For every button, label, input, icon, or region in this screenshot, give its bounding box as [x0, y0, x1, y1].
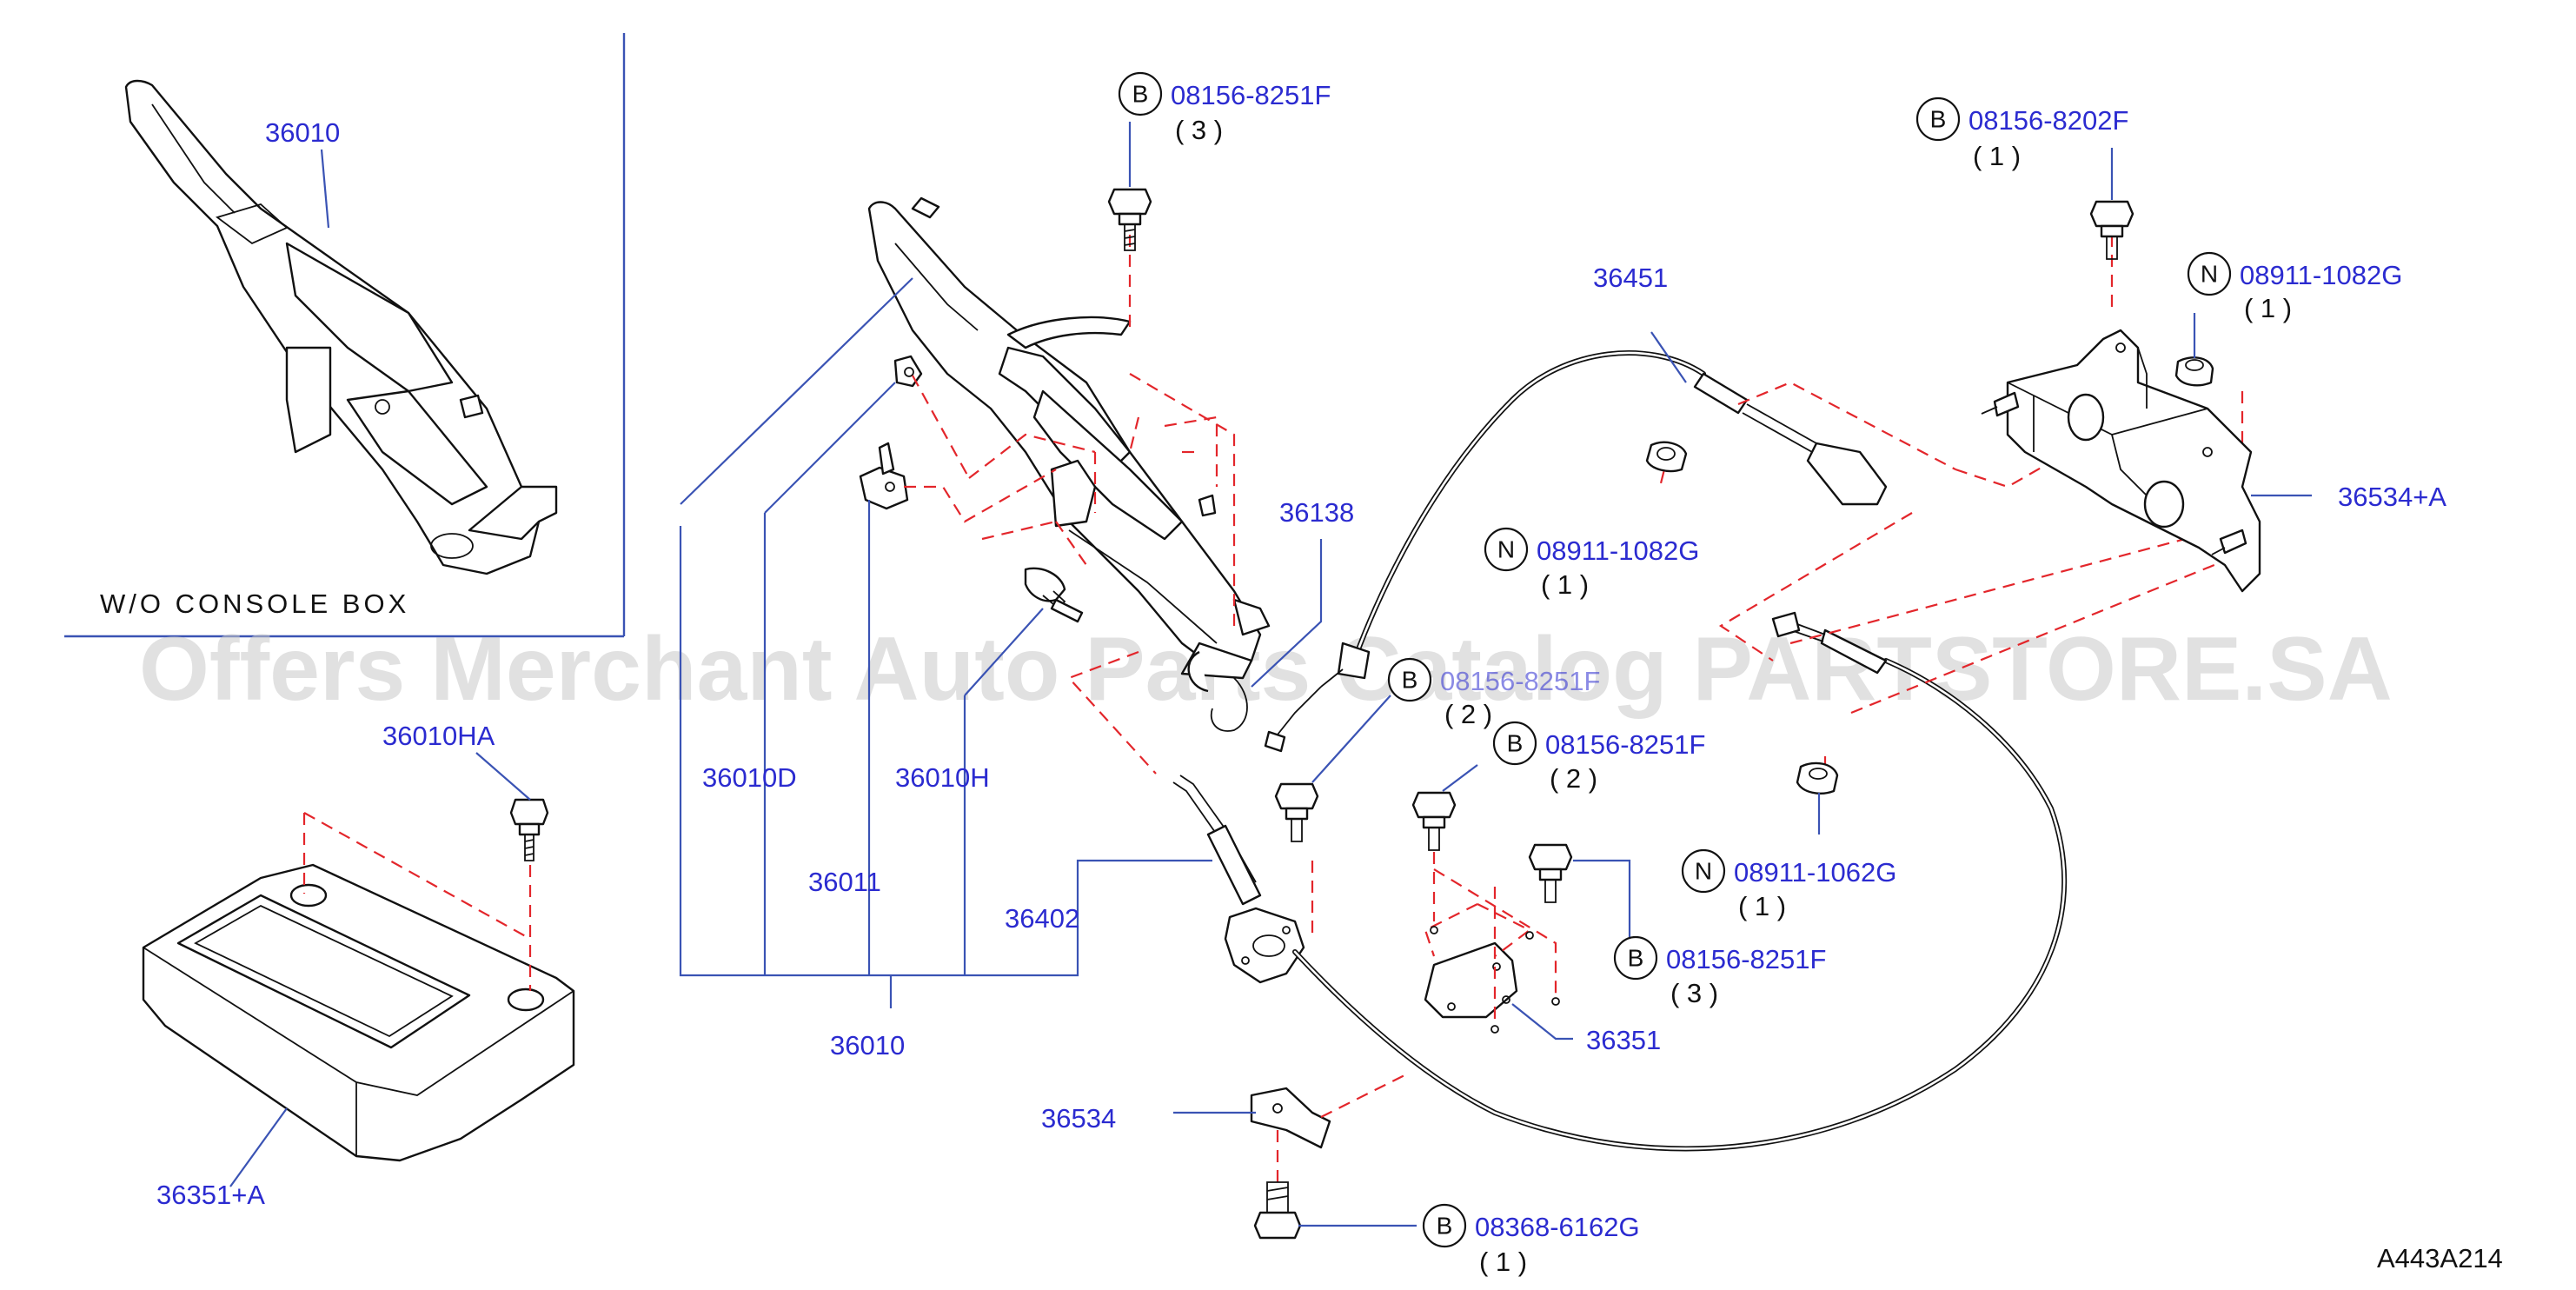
- fastener-type-6: B: [1507, 730, 1524, 757]
- fastener-qty-4: ( 1 ): [1541, 569, 1589, 600]
- fastener-part-1: 08156-8251F: [1171, 80, 1331, 110]
- bolt-bracket-top[interactable]: [2089, 200, 2134, 260]
- fastener-qty-6: ( 2 ): [1550, 763, 1597, 794]
- fastener-type-7: N: [1695, 858, 1712, 885]
- fastener-callout-3[interactable]: N 08911-1082G ( 1 ): [2187, 251, 2402, 323]
- fastener-part-3: 08911-1082G: [2240, 260, 2402, 290]
- fastener-qty-5: ( 2 ): [1444, 699, 1492, 729]
- part-36010HA-label[interactable]: 36010HA: [382, 721, 495, 751]
- fastener-part-5: 08156-8251F: [1440, 666, 1600, 696]
- fastener-callout-5[interactable]: B 08156-8251F ( 2 ): [1387, 657, 1600, 729]
- fastener-qty-3: ( 1 ): [2244, 293, 2292, 323]
- fastener-callout-2[interactable]: B 08156-8202F ( 1 ): [1915, 96, 2128, 171]
- fastener-part-2: 08156-8202F: [1969, 105, 2128, 136]
- fastener-callout-6[interactable]: B 08156-8251F ( 2 ): [1492, 721, 1705, 794]
- main-brake-lever[interactable]: [867, 196, 1271, 732]
- part-36010D-label[interactable]: 36010D: [702, 762, 797, 793]
- bolt-bottom[interactable]: [1253, 1181, 1302, 1240]
- fastener-type-1: B: [1132, 81, 1149, 108]
- nut-36451[interactable]: [1645, 441, 1688, 473]
- console-box-label[interactable]: 36351+A: [156, 1180, 265, 1210]
- part-36011-label[interactable]: 36011: [808, 867, 881, 897]
- fastener-type-2: B: [1930, 106, 1947, 133]
- bracket-36534[interactable]: [1250, 1087, 1331, 1149]
- fastener-callout-8[interactable]: B 08156-8251F ( 3 ): [1613, 935, 1826, 1008]
- fastener-qty-1: ( 3 ): [1175, 115, 1223, 145]
- nut-lower-right[interactable]: [1796, 761, 1839, 795]
- fastener-callout-4[interactable]: N 08911-1082G ( 1 ): [1484, 527, 1699, 600]
- watermark-text: Offers Merchant Auto Parts Catalog PARTS…: [139, 619, 2393, 720]
- bolt-lower-mid[interactable]: [1411, 791, 1457, 851]
- bolt-lower-left[interactable]: [1274, 782, 1319, 842]
- fastener-callout-7[interactable]: N 08911-1062G ( 1 ): [1681, 848, 1896, 921]
- bracket-36534A[interactable]: [1981, 329, 2261, 593]
- rear-cable-36451[interactable]: [1264, 350, 2068, 1152]
- front-cable-36402[interactable]: [1172, 775, 1305, 984]
- part-36010-label[interactable]: 36010: [830, 1030, 905, 1061]
- fastener-qty-2: ( 1 ): [1973, 141, 2021, 171]
- bolt-36010HA[interactable]: [509, 798, 549, 861]
- part-36351-label[interactable]: 36351: [1586, 1025, 1661, 1055]
- part-36010H-label[interactable]: 36010H: [895, 762, 990, 793]
- part-36451-label[interactable]: 36451: [1593, 263, 1668, 293]
- fastener-qty-9: ( 1 ): [1479, 1247, 1527, 1277]
- fastener-callout-9[interactable]: B 08368-6162G ( 1 ): [1422, 1203, 1640, 1277]
- part-36534A-label[interactable]: 36534+A: [2338, 482, 2447, 512]
- part-36138-label[interactable]: 36138: [1279, 497, 1354, 528]
- cover-plate-36351[interactable]: [1424, 941, 1518, 1019]
- fastener-qty-8: ( 3 ): [1670, 978, 1718, 1008]
- inset-title: W/O CONSOLE BOX: [100, 588, 409, 619]
- fastener-part-8: 08156-8251F: [1666, 944, 1826, 974]
- fastener-part-6: 08156-8251F: [1545, 729, 1705, 760]
- bolt-top-center[interactable]: [1107, 188, 1152, 251]
- bolt-lever-mount[interactable]: [1024, 567, 1084, 623]
- fastener-type-5: B: [1402, 667, 1418, 694]
- fastener-type-3: N: [2201, 261, 2218, 288]
- inset-frame: [64, 33, 626, 638]
- part-36402-label[interactable]: 36402: [1005, 903, 1079, 934]
- fastener-part-9: 08368-6162G: [1475, 1212, 1640, 1242]
- inset-brake-lever[interactable]: [124, 79, 558, 575]
- nut-bracket-right[interactable]: [2174, 356, 2214, 387]
- fastener-qty-7: ( 1 ): [1738, 891, 1786, 921]
- fastener-part-7: 08911-1062G: [1734, 857, 1896, 888]
- clip-small-top[interactable]: [893, 355, 923, 388]
- bolt-lower-right[interactable]: [1528, 843, 1573, 903]
- fastener-callout-1[interactable]: B 08156-8251F ( 3 ): [1118, 71, 1331, 145]
- fastener-part-4: 08911-1082G: [1537, 535, 1699, 566]
- console-box[interactable]: [142, 863, 575, 1162]
- bracket-36011[interactable]: [859, 442, 909, 510]
- fastener-type-8: B: [1628, 945, 1644, 972]
- fastener-type-9: B: [1437, 1213, 1453, 1240]
- diagram-code: A443A214: [2377, 1243, 2503, 1273]
- fastener-type-4: N: [1497, 536, 1515, 563]
- part-36534-label[interactable]: 36534: [1041, 1103, 1116, 1134]
- inset-lever-label[interactable]: 36010: [265, 117, 340, 148]
